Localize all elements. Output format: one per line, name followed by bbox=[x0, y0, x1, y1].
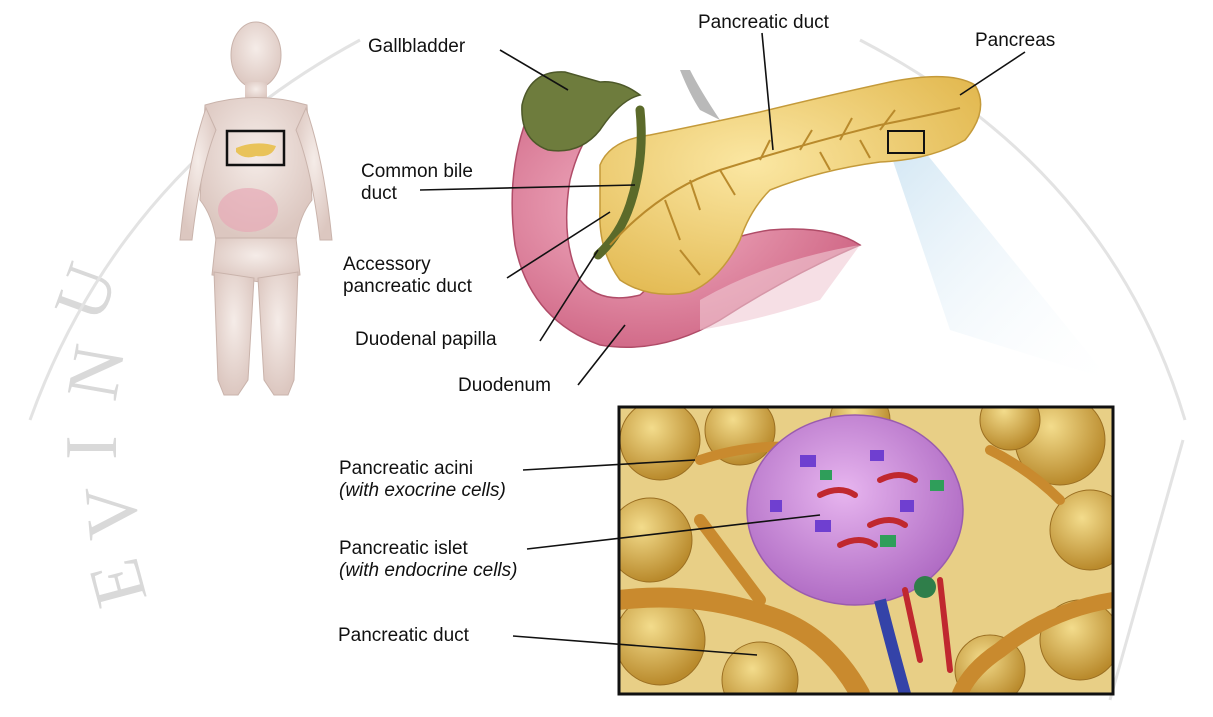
label-acini-line2: (with exocrine cells) bbox=[339, 480, 506, 502]
label-acini-line1: Pancreatic acini bbox=[339, 458, 506, 480]
label-accessory-line2: pancreatic duct bbox=[343, 276, 472, 298]
label-pancreatic-islet: Pancreatic islet (with endocrine cells) bbox=[339, 538, 517, 582]
label-common-bile-duct-line2: duct bbox=[361, 183, 473, 205]
stomach-tube bbox=[680, 70, 720, 120]
human-figure bbox=[180, 22, 332, 395]
label-pancreatic-duct-detail: Pancreatic duct bbox=[338, 625, 469, 647]
label-pancreatic-duct-top: Pancreatic duct bbox=[698, 12, 829, 34]
label-accessory-line1: Accessory bbox=[343, 254, 472, 276]
label-common-bile-duct: Common bile duct bbox=[361, 161, 473, 205]
label-pancreatic-acini: Pancreatic acini (with exocrine cells) bbox=[339, 458, 506, 502]
zoom-projection bbox=[890, 152, 1110, 380]
label-islet-line2: (with endocrine cells) bbox=[339, 560, 517, 582]
label-accessory-pancreatic-duct: Accessory pancreatic duct bbox=[343, 254, 472, 298]
label-pancreas: Pancreas bbox=[975, 30, 1055, 52]
label-duodenum: Duodenum bbox=[458, 375, 551, 397]
label-gallbladder: Gallbladder bbox=[368, 36, 465, 58]
islet-detail-panel bbox=[608, 390, 1130, 717]
label-common-bile-duct-line1: Common bile bbox=[361, 161, 473, 183]
gallbladder-shape bbox=[522, 72, 640, 151]
label-duodenal-papilla: Duodenal papilla bbox=[355, 329, 497, 351]
label-islet-line1: Pancreatic islet bbox=[339, 538, 517, 560]
